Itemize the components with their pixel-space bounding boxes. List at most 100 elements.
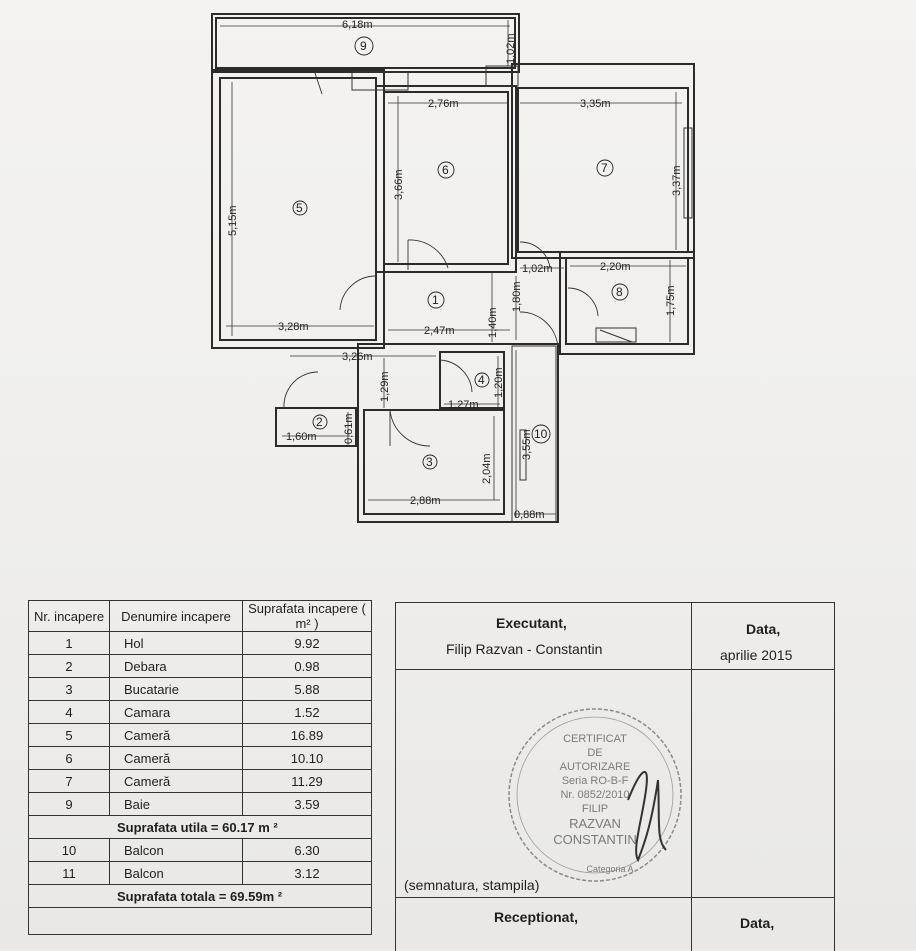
room-number-9: 9 [360,39,367,53]
table-header-row: Nr. incapere Denumire incapere Suprafata… [28,600,372,632]
cell-number: 6 [28,746,110,770]
cell-name: Debara [109,654,243,678]
dim-balcony-height: 3,55m [521,429,533,460]
cell-area: 0.98 [242,654,372,678]
dim-room6-width: 2,76m [428,98,459,110]
table-row: 5 Cameră 16.89 [28,723,372,747]
total-area-text: Suprafata totala = 69.59m ² [28,884,372,908]
plan-doors [283,69,599,447]
cell-number: 9 [28,792,110,816]
header-room-name: Denumire incapere [109,600,243,632]
stamp-line: Seria RO-B-F [562,775,629,787]
room-area-table: Nr. incapere Denumire incapere Suprafata… [28,600,372,935]
table-row: 7 Cameră 11.29 [28,769,372,793]
dim-room5-width: 3,28m [278,321,309,333]
cell-area: 11.29 [242,769,372,793]
dim-pantry-width: 3,26m [342,351,373,363]
cell-area: 10.10 [242,746,372,770]
cell-name: Cameră [109,723,243,747]
dim-storage-height: 0,61m [343,413,355,444]
room-number-1: 1 [432,293,439,307]
cell-area: 3.12 [242,861,372,885]
stamp-line: CONSTANTIN [553,832,637,847]
cell-number: 5 [28,723,110,747]
cell-name: Balcon [109,838,243,862]
plan-dimension-labels: 6,18m 1,02m 2,76m 3,35m 3,66m 3,37m 5,15… [227,19,683,521]
table-row: 6 Cameră 10.10 [28,746,372,770]
cell-area: 9.92 [242,631,372,655]
dim-bath-left: 1,02m [522,263,553,275]
cell-area: 6.30 [242,838,372,862]
cell-name: Bucatarie [109,677,243,701]
dim-bath-height: 1,75m [665,285,677,316]
cell-name: Balcon [109,861,243,885]
signature-divider-bottom [396,897,834,898]
dim-room7-width: 3,35m [580,98,611,110]
room-number-3: 3 [426,455,433,469]
executant-name: Filip Razvan - Constantin [446,641,603,657]
floor-plan: 6,18m 1,02m 2,76m 3,35m 3,66m 3,37m 5,15… [211,13,695,523]
cell-area: 1.52 [242,700,372,724]
cell-number: 11 [28,861,110,885]
cell-name: Cameră [109,769,243,793]
cell-number: 4 [28,700,110,724]
dim-hall-height: 1,40m [487,307,499,338]
table-row: 9 Baie 3.59 [28,792,372,816]
signature-divider-top [396,669,834,670]
stamp-line: AUTORIZARE [560,761,631,773]
table-row: 3 Bucatarie 5.88 [28,677,372,701]
header-room-area: Suprafata incapere ( m² ) [242,600,372,632]
dim-closet-height: 1,20m [493,367,505,398]
table-row: 4 Camara 1.52 [28,700,372,724]
authorization-stamp: CERTIFICAT DE AUTORIZARE Seria RO-B-F Nr… [508,708,682,882]
dim-balcony-width: 0,88m [514,509,545,521]
dim-top-width: 6,18m [342,19,373,31]
dim-room7-height: 3,37m [671,165,683,196]
room-number-7: 7 [601,161,608,175]
cell-number: 3 [28,677,110,701]
room-number-4: 4 [478,373,485,387]
signature-box: Executant, Filip Razvan - Constantin Dat… [395,602,835,951]
handwritten-signature [627,770,667,863]
room-number-2: 2 [316,415,323,429]
dim-room5-height: 5,15m [227,205,239,236]
table-row: 11 Balcon 3.12 [28,861,372,885]
room-number-6: 6 [442,163,449,177]
total-area-row: Suprafata totala = 69.59m ² [28,884,372,908]
plan-dimension-lines [220,20,686,518]
dim-closet-width: 1,27m [448,399,479,411]
dim-storage-width: 1,60m [286,431,317,443]
plan-walls [211,13,695,523]
table-empty-row [28,907,372,935]
room-number-10: 10 [534,427,548,441]
cell-number: 10 [28,838,110,862]
table-row: 2 Debara 0.98 [28,654,372,678]
dim-hall-width: 2,47m [424,325,455,337]
dim-corridor: 1,80m [511,281,523,312]
stamp-line: FILIP [582,803,608,815]
received-date-label: Data, [740,915,775,931]
executant-label: Executant, [496,615,567,631]
table-row: 10 Balcon 6.30 [28,838,372,862]
cell-name: Cameră [109,746,243,770]
cell-number: 1 [28,631,110,655]
cell-number: 7 [28,769,110,793]
dim-kitchen-height: 2,04m [481,453,493,484]
received-label: Receptionat, [494,909,579,925]
cell-name: Hol [109,631,243,655]
cell-area: 3.59 [242,792,372,816]
cell-name: Baie [109,792,243,816]
plan-room-numbers: 1 2 3 4 5 6 7 8 9 10 [292,36,629,470]
room-number-5: 5 [296,201,303,215]
stamp-line: RAZVAN [569,816,621,831]
stamp-line: Nr. 0852/2010 [560,789,629,801]
table-row: 1 Hol 9.92 [28,631,372,655]
cell-area: 5.88 [242,677,372,701]
dim-room6-height: 3,66m [393,169,405,200]
useful-area-text: Suprafata utila = 60.17 m ² [28,815,372,839]
cell-area: 16.89 [242,723,372,747]
signature-divider-vertical [691,603,692,951]
stamp-line: Categoria A [586,864,633,874]
dim-bath-width: 2,20m [600,261,631,273]
